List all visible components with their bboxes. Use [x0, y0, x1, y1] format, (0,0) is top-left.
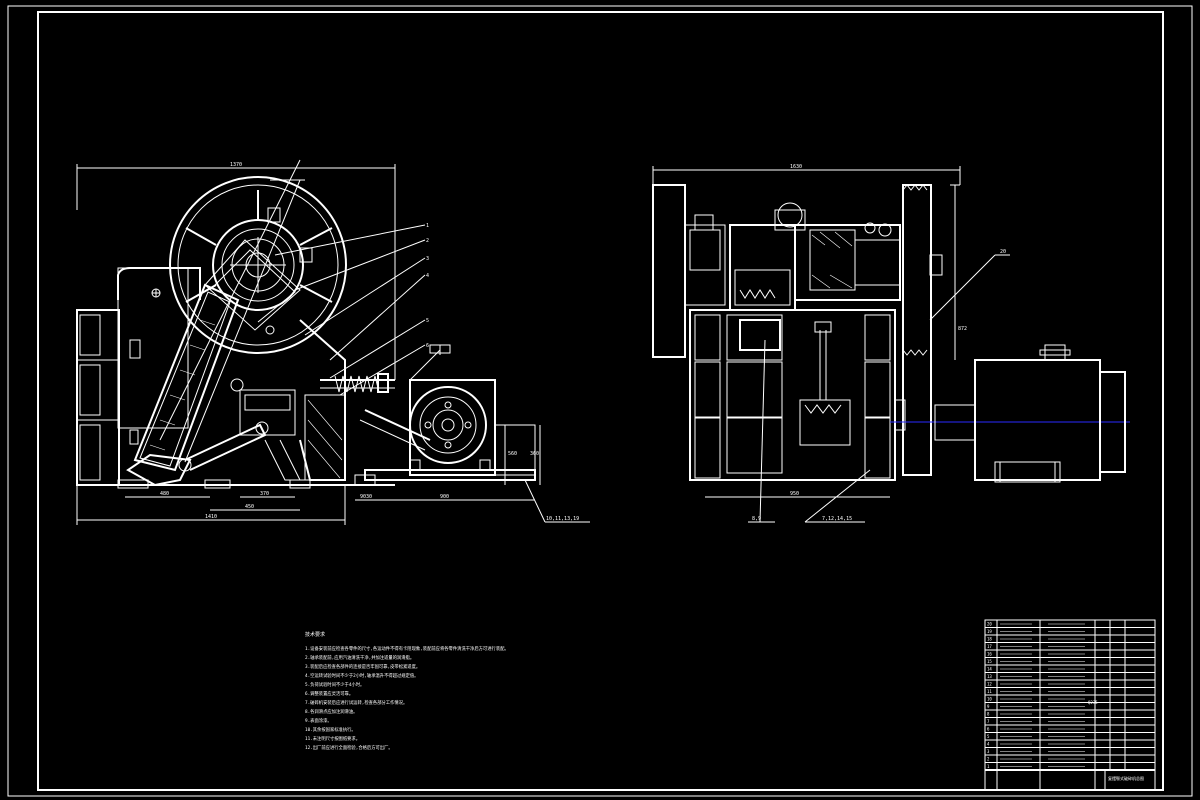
dim-360: 360: [530, 451, 539, 457]
side-dim-top: 1630: [790, 164, 802, 170]
parts-row-number: 8: [987, 712, 990, 717]
front-dim-top: 1370: [230, 162, 242, 168]
frame-left-flange: [76, 309, 120, 486]
sheet-outer-border: [7, 5, 1193, 797]
dim-450: 450: [245, 504, 254, 510]
parts-row-number: 9: [987, 704, 990, 709]
parts-row-number: 3: [987, 749, 990, 754]
side-callout-group: 7,12,14,15: [822, 516, 852, 522]
title-block: 20 19 18 17 16 15 14 13 12 11 10 9 8 7 6 5 4 3 2 1 Q235 复摆颚…: [984, 619, 1156, 791]
parts-row-number: 1: [987, 764, 990, 769]
side-callout-20: 20: [1000, 249, 1006, 255]
parts-row-number: 14: [987, 667, 992, 672]
callout-2: 2: [426, 238, 429, 244]
parts-row-number: 20: [987, 622, 992, 627]
parts-list-frame: [984, 619, 1156, 791]
material-label: Q235: [1088, 700, 1098, 705]
drawing-title: 复摆颚式破碎机总图: [1108, 775, 1144, 781]
parts-row-number: 18: [987, 637, 992, 642]
note-line: 12.出厂前应进行全面检验,合格后方可出厂。: [305, 744, 393, 751]
note-line: 6.调整装置应灵活可靠。: [305, 690, 353, 697]
parts-row-number: 13: [987, 674, 992, 679]
callout-group-bolts: 10,11,13,19: [546, 516, 579, 522]
dim-370: 370: [260, 491, 269, 497]
side-callout-8-9: 8,9: [752, 516, 761, 522]
parts-row-number: 17: [987, 644, 992, 649]
parts-row-number: 16: [987, 652, 992, 657]
side-body: [689, 309, 896, 481]
technical-notes: 技术要求 1.设备安装前应检查各零件的尺寸,各运动件不得有卡阻现象,装配前应将各…: [305, 631, 509, 751]
side-view: 1630: [652, 164, 1130, 523]
parts-row-number: 11: [987, 689, 992, 694]
parts-row-number: 15: [987, 659, 992, 664]
callout-5: 5: [426, 318, 429, 324]
dim-480: 480: [160, 491, 169, 497]
dim-9030: 9030: [360, 494, 372, 500]
parts-row-number: 6: [987, 727, 990, 732]
note-line: 10.其余按国家标准执行。: [305, 726, 356, 733]
parts-row-number: 10: [987, 697, 992, 702]
note-line: 5.负荷试验时间不少于4小时。: [305, 681, 364, 688]
callout-3: 3: [426, 256, 429, 262]
motor-front: [409, 379, 496, 476]
notes-title: 技术要求: [305, 631, 325, 638]
dim-560: 560: [508, 451, 517, 457]
note-line: 11.未注明尺寸按图纸要求。: [305, 735, 360, 742]
front-view: 1 370: [76, 159, 590, 525]
note-line: 7.破碎机安装后应进行试运转,检查各部分工作情况。: [305, 699, 407, 706]
note-line: 8.各润滑点应加注润滑油。: [305, 708, 357, 715]
callout-6: 6: [426, 343, 429, 349]
sheet-inner-border: [37, 11, 1164, 791]
side-flywheel-left: [652, 184, 686, 358]
flywheel-outer: [169, 176, 347, 354]
callout-1: 1: [426, 223, 429, 229]
note-line: 2.轴承装配前,应用汽油清洗干净,并加注适量的润滑脂。: [305, 654, 414, 661]
parts-row-number: 12: [987, 682, 992, 687]
callout-4: 4: [426, 273, 429, 279]
parts-row-number: 2: [987, 757, 990, 762]
side-pulley: [902, 184, 932, 476]
parts-row-number: 7: [987, 719, 990, 724]
note-line: 4.空运转试验时间不少于2小时,轴承温升不得超过规定值。: [305, 672, 418, 679]
side-dim-height: 872: [958, 326, 967, 332]
note-line: 3.装配后应检查各部件的连接是否牢固可靠,皮带松紧适度。: [305, 663, 420, 670]
side-dim-bottom: 950: [790, 491, 799, 497]
swing-jaw: [133, 283, 240, 472]
note-line: 1.设备安装前应检查各零件的尺寸,各运动件不得有卡阻现象,装配前应将各零件清洗干…: [305, 645, 509, 652]
parts-row-number: 19: [987, 629, 992, 634]
parts-row-number: 4: [987, 742, 990, 747]
dim-900: 900: [440, 494, 449, 500]
parts-row-number: 5: [987, 734, 990, 739]
note-line: 9.表面涂漆。: [305, 717, 332, 724]
dim-1410: 1410: [205, 514, 217, 520]
